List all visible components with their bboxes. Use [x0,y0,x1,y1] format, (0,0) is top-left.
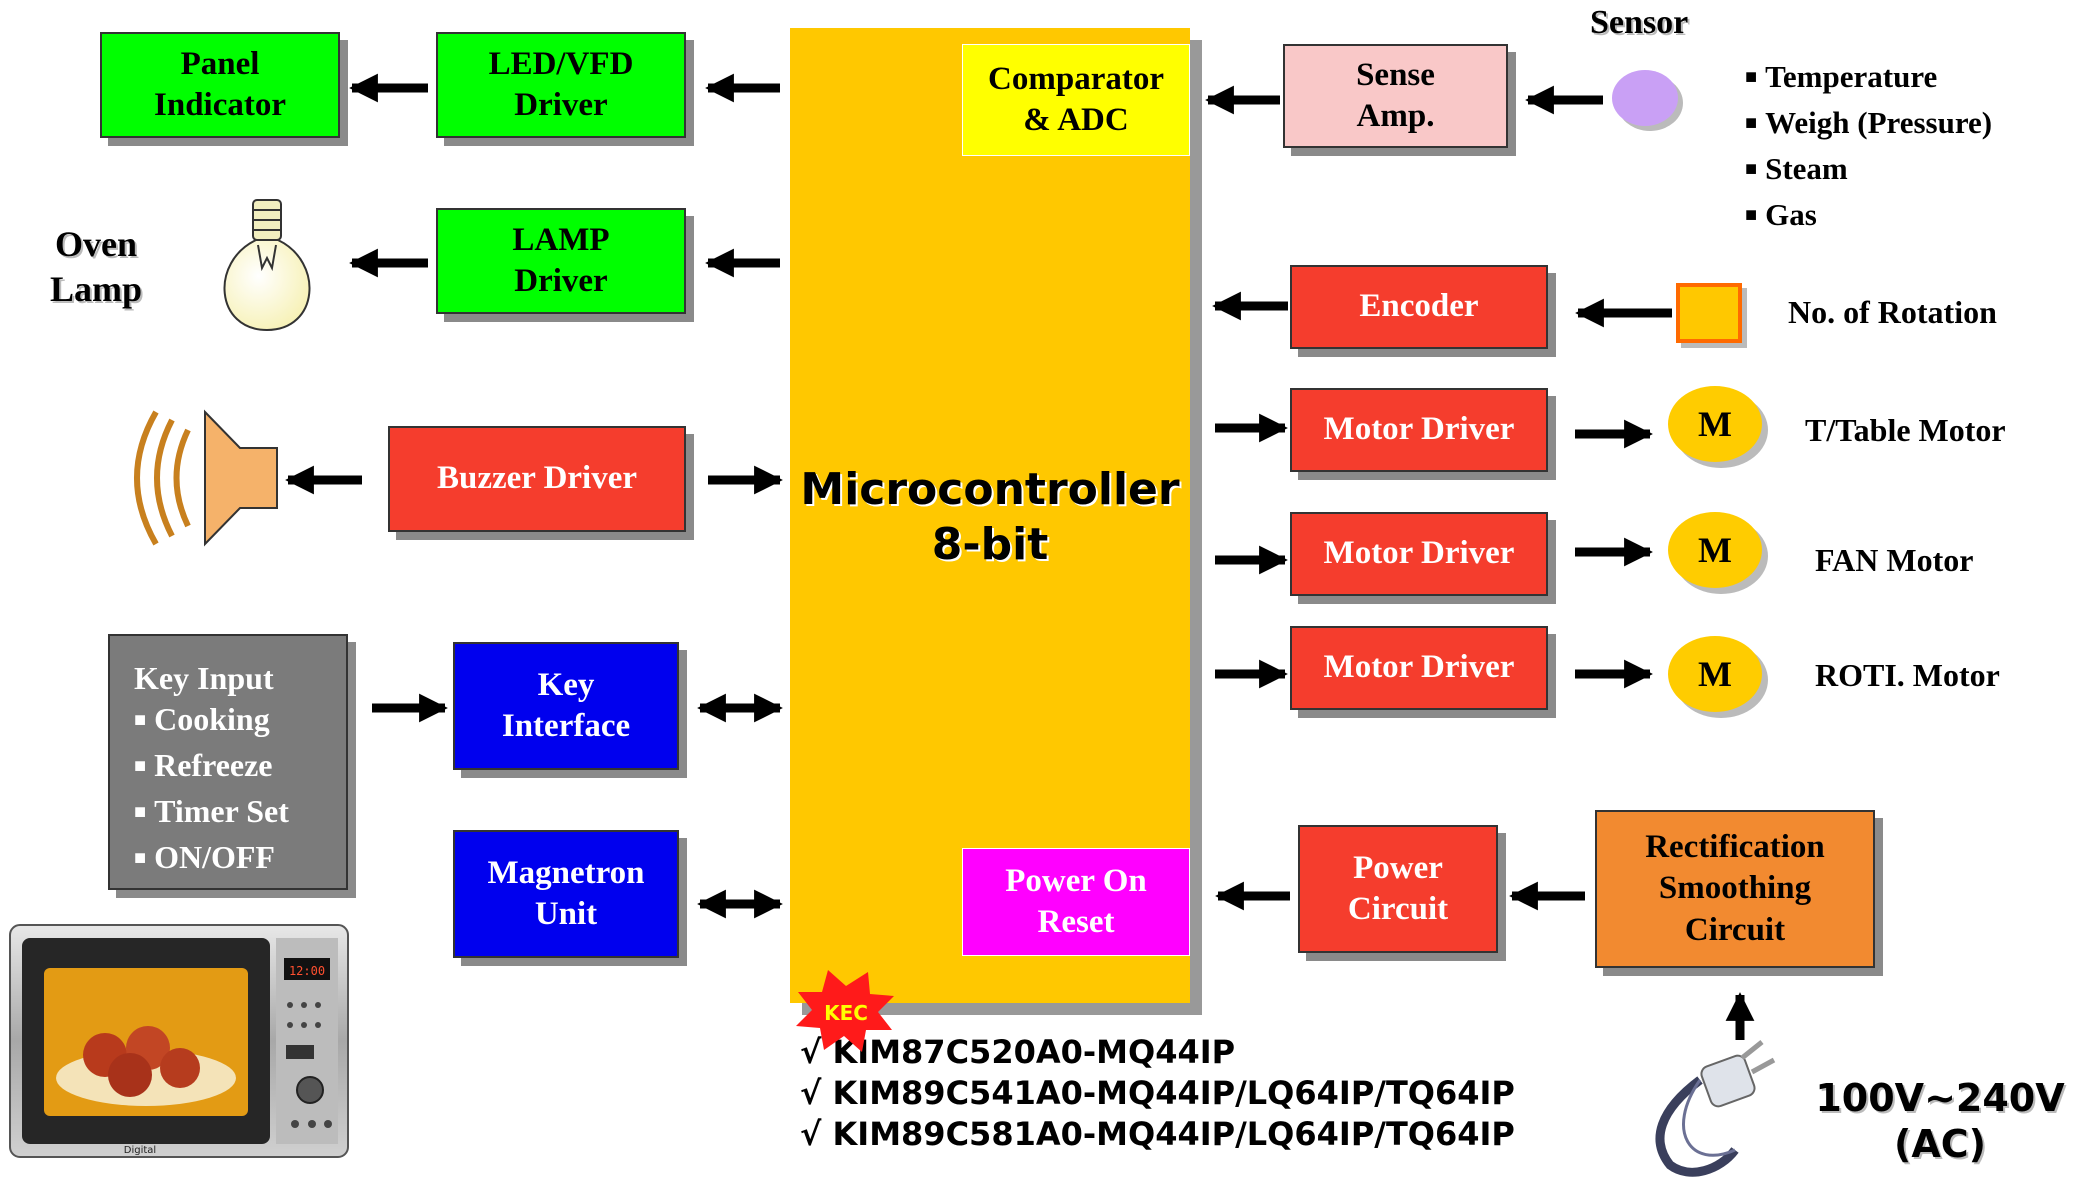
rectification-block: Rectification Smoothing Circuit [1595,810,1875,968]
model-item: √ KIM87C520A0-MQ44IP [800,1033,1236,1071]
key-input-item: ■Timer Set [134,793,289,829]
key-input-box: Key Input ■Cooking ■Refreeze ■Timer Set … [108,634,348,890]
sensor-title: Sensor [1590,4,1689,41]
key-input-item: ■Cooking [134,701,270,737]
led-vfd-driver-block: LED/VFD Driver [436,32,686,138]
rotation-label: No. of Rotation [1788,294,1997,330]
microwave-oven-icon: 12:00 Digital [9,924,349,1158]
ac-input-label: 100V~240V (AC) [1815,1076,2065,1166]
oven-lamp-label: Oven Lamp [50,224,143,309]
power-circuit-block: Power Circuit [1298,825,1498,953]
model-item: √ KIM89C541A0-MQ44IP/LQ64IP/TQ64IP [800,1074,1515,1112]
sensor-item: ■Steam [1745,151,1848,186]
light-bulb-icon [223,199,311,332]
motor-icon: M [1668,512,1762,588]
magnetron-unit-block: Magnetron Unit [453,830,679,958]
microcontroller-label: Microcontroller 8-bit [800,464,1180,570]
motor-label: ROTI. Motor [1815,657,2000,693]
svg-text:Digital: Digital [124,1145,156,1156]
microcontroller-block [790,28,1190,1003]
power-plug-icon [1655,1040,1776,1177]
panel-indicator-block: Panel Indicator [100,32,340,138]
sensor-item: ■Gas [1745,197,1817,232]
sensor-item: ■Temperature [1745,59,1938,94]
key-interface-block: Key Interface [453,642,679,770]
sensor-list: ■Temperature ■Weigh (Pressure) ■Steam ■G… [1745,56,1992,240]
motor-driver-block: Motor Driver [1290,512,1548,596]
model-item: √ KIM89C581A0-MQ44IP/LQ64IP/TQ64IP [800,1115,1515,1153]
svg-text:12:00: 12:00 [289,964,325,978]
motor-icon: M [1668,386,1762,462]
lamp-driver-block: LAMP Driver [436,208,686,314]
buzzer-speaker-icon [134,409,278,547]
model-list: √ KIM87C520A0-MQ44IP √ KIM89C541A0-MQ44I… [800,1032,1515,1155]
power-on-reset-block: Power On Reset [962,848,1190,956]
comparator-adc-block: Comparator & ADC [962,44,1190,156]
key-input-item: ■ON/OFF [134,839,275,875]
motor-label: T/Table Motor [1805,412,2006,448]
sensor-icon [1612,70,1678,126]
buzzer-driver-block: Buzzer Driver [388,426,686,532]
motor-label: FAN Motor [1815,542,1974,578]
motor-icon: M [1668,636,1762,712]
kec-logo-icon: KEC [796,970,894,1052]
svg-text:KEC: KEC [824,1001,868,1025]
sensor-item: ■Weigh (Pressure) [1745,105,1993,140]
key-input-item: ■Refreeze [134,747,273,783]
sense-amp-block: Sense Amp. [1283,44,1508,148]
key-input-title: Key Input [134,660,274,696]
motor-driver-block: Motor Driver [1290,388,1548,472]
rotation-sensor-icon [1676,283,1742,343]
encoder-block: Encoder [1290,265,1548,349]
motor-driver-block: Motor Driver [1290,626,1548,710]
